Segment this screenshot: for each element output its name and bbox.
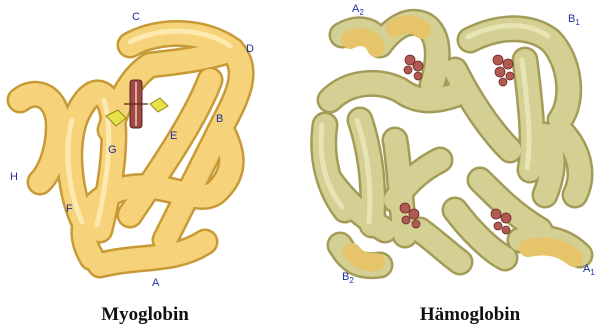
helix-label-h: H: [10, 171, 18, 183]
helix-label-e: E: [170, 130, 177, 142]
helix-label-g: G: [108, 144, 117, 156]
haemoglobin-subunit-tubes: [321, 22, 580, 265]
helix-label-c: C: [132, 11, 140, 23]
helix-label-f: F: [66, 203, 73, 215]
myoglobin-structure: C D B E G H F A: [10, 11, 254, 289]
helix-label-b: B: [216, 113, 223, 125]
myoglobin-caption: Myoglobin: [45, 304, 245, 326]
myoglobin-helix-tubes: [20, 31, 241, 265]
heme-group-b1: [493, 55, 514, 86]
chain-label-a1: A1: [583, 263, 595, 277]
helix-label-d: D: [246, 43, 254, 55]
helix-label-a: A: [152, 277, 160, 289]
haemoglobin-structure: A2 B1 B2 A1: [321, 3, 595, 285]
haemoglobin-caption: Hämoglobin: [370, 304, 570, 326]
heme-group-a2: [404, 55, 423, 80]
chain-label-a2: A2: [352, 3, 364, 17]
chain-label-b1: B1: [568, 13, 580, 27]
